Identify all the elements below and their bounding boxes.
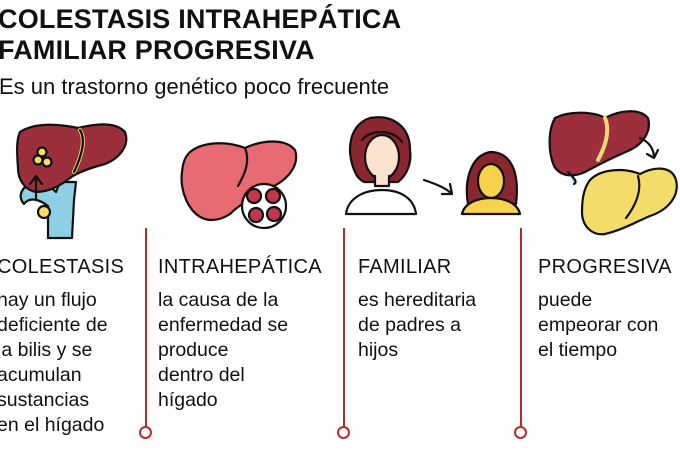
divider-3 bbox=[520, 228, 522, 428]
column-title: FAMILIAR bbox=[358, 256, 452, 278]
title-line-1: COLESTASIS INTRAHEPÁTICA bbox=[0, 4, 402, 34]
liver-progression-icon bbox=[548, 110, 678, 236]
column-colestasis: COLESTASIS hay un flujo deficiente de la… bbox=[0, 255, 143, 438]
page-title: COLESTASIS INTRAHEPÁTICA FAMILIAR PROGRE… bbox=[0, 4, 401, 66]
column-text: es hereditaria de padres a hijos bbox=[358, 289, 477, 361]
column-title: INTRAHEPÁTICA bbox=[158, 256, 322, 278]
column-intrahepatica: INTRAHEPÁTICA la causa de la enfermedad … bbox=[158, 255, 340, 413]
parent-child-icon bbox=[344, 116, 522, 216]
divider-1-dot bbox=[139, 426, 152, 439]
column-title: COLESTASIS bbox=[0, 256, 125, 278]
divider-1 bbox=[145, 228, 147, 428]
column-text: la causa de la enfermedad se produce den… bbox=[158, 289, 289, 411]
column-familiar: FAMILIAR es hereditaria de padres a hijo… bbox=[358, 255, 518, 363]
liver-cells-icon bbox=[180, 140, 298, 230]
divider-3-dot bbox=[514, 426, 527, 439]
divider-2 bbox=[343, 228, 345, 428]
divider-2-dot bbox=[337, 426, 350, 439]
column-text: hay un flujo deficiente de la bilis y se… bbox=[0, 289, 108, 436]
title-line-2: FAMILIAR PROGRESIVA bbox=[0, 35, 315, 65]
page-subtitle: Es un trastorno genético poco frecuente bbox=[0, 74, 390, 99]
column-text: puede empeorar con el tiempo bbox=[538, 289, 659, 361]
liver-bile-duct-icon bbox=[16, 123, 128, 240]
column-progresiva: PROGRESIVA puede empeorar con el tiempo bbox=[538, 255, 680, 363]
column-title: PROGRESIVA bbox=[538, 256, 672, 278]
